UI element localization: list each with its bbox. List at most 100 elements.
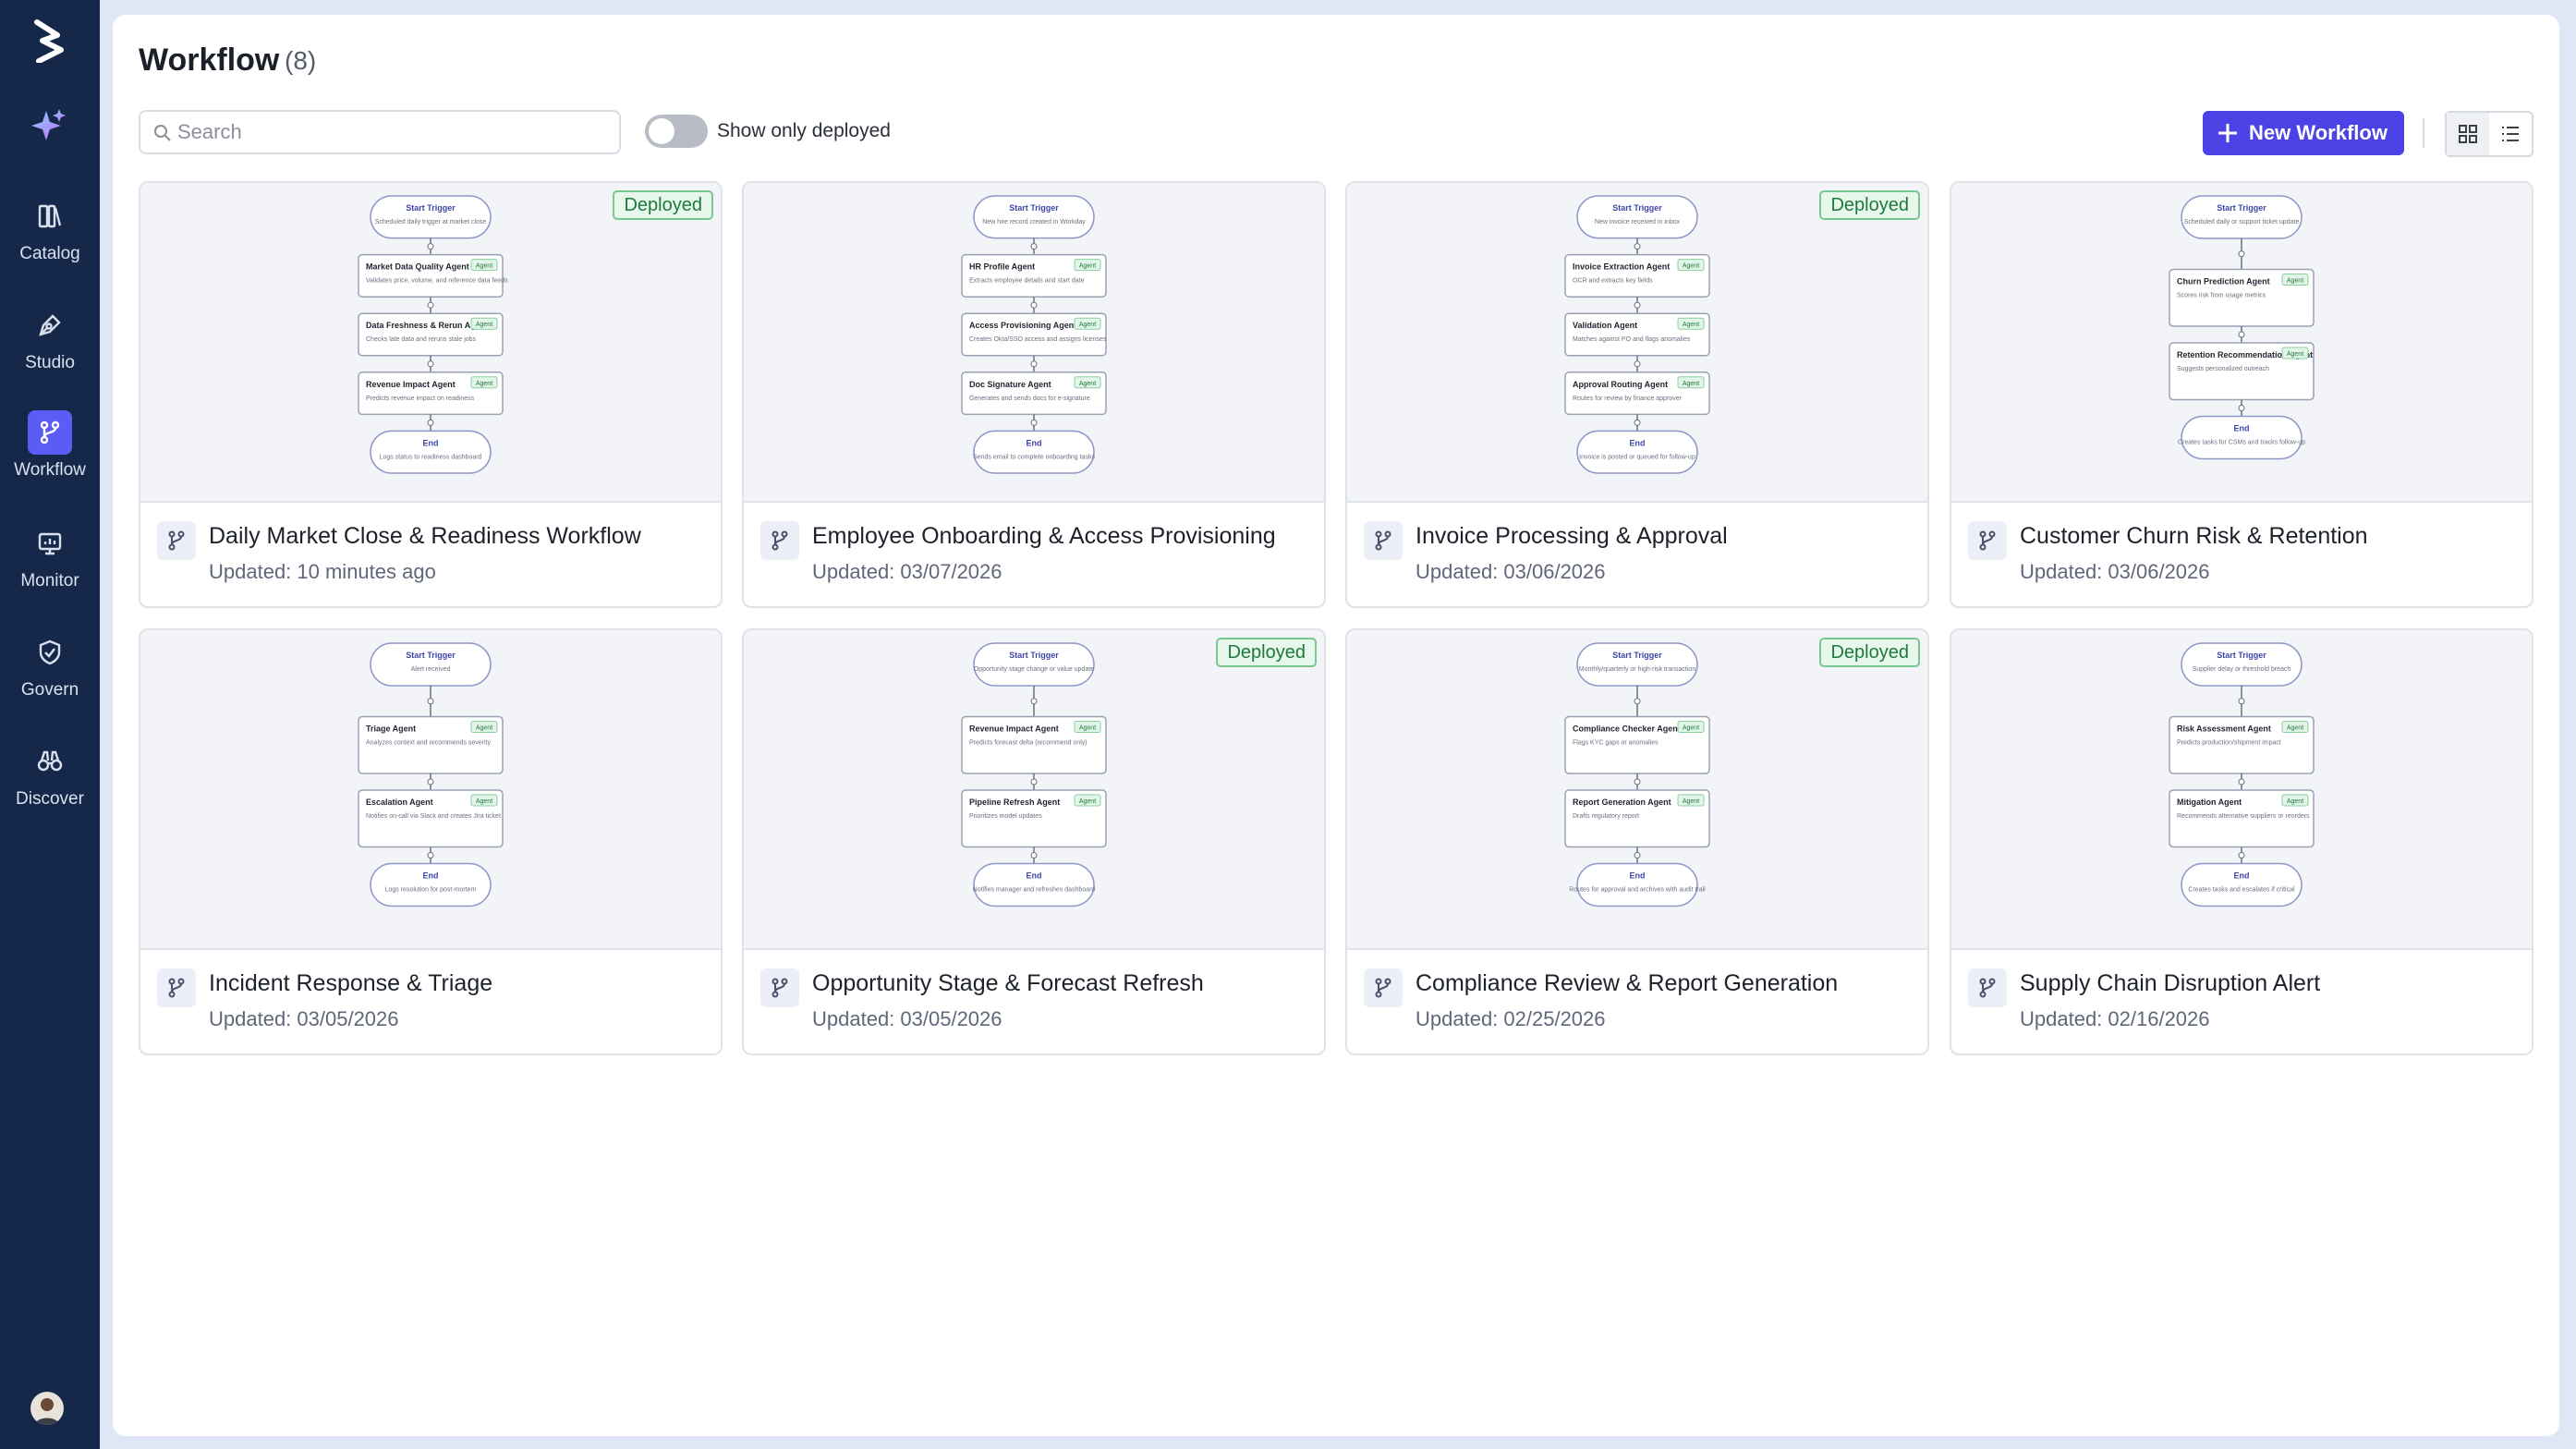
grid-icon [2459, 125, 2477, 143]
show-deployed-label: Show only deployed [717, 120, 891, 141]
node-label: Data Freshness & Rerun Agent [366, 321, 488, 330]
user-avatar[interactable] [30, 1392, 64, 1425]
sidebar-item-label: Govern [20, 680, 79, 700]
show-deployed-toggle[interactable] [645, 115, 708, 148]
agent-tag-label: Agent [476, 798, 492, 805]
search-input[interactable]: Search [139, 110, 621, 154]
agent-tag [1074, 259, 1101, 272]
connector-dot [1634, 852, 1641, 858]
grid-view-button[interactable] [2447, 113, 2489, 155]
agent-tag-label: Agent [476, 263, 492, 270]
sparkle-ai-icon[interactable] [28, 105, 68, 146]
node-description: OCR and extracts key fields [1573, 278, 1653, 285]
agent-tag [470, 376, 498, 389]
node-label: Start Trigger [406, 203, 456, 213]
agent-tag-label: Agent [1079, 322, 1096, 328]
agent-tag-label: Agent [2287, 278, 2303, 285]
node-label: Revenue Impact Agent [969, 724, 1059, 734]
sidebar-item-label: Studio [25, 353, 75, 372]
workflow-title: Invoice Processing & Approval [1416, 523, 1728, 549]
connector-dot [1634, 301, 1641, 309]
agent-tag-label: Agent [1079, 381, 1096, 387]
connector-dot [2238, 778, 2245, 785]
workflow-updated: Updated: 02/25/2026 [1416, 1007, 1606, 1030]
node-description: Predicts revenue impact on readiness [366, 396, 475, 402]
node-label: Triage Agent [366, 724, 416, 734]
agent-tag [1074, 794, 1101, 807]
node-label: End [1630, 871, 1646, 881]
node-description: Monthly/quarterly or high-risk transacti… [1579, 666, 1696, 673]
agent-tag-label: Agent [1683, 798, 1699, 805]
agent-tag [1677, 376, 1705, 389]
node-description: Routes for review by finance approver [1573, 396, 1683, 402]
node-label: Start Trigger [1009, 651, 1059, 660]
sidebar-item-discover[interactable]: Discover [0, 730, 100, 832]
agent-tag-label: Agent [1683, 263, 1699, 270]
node-description: New hire record created in Workday [982, 219, 1086, 225]
node-label: End [2234, 871, 2250, 881]
agent-tag-label: Agent [476, 725, 492, 732]
sidebar-item-monitor[interactable]: Monitor [0, 512, 100, 614]
agent-tag-label: Agent [1079, 798, 1096, 805]
workflow-title: Customer Churn Risk & Retention [2020, 523, 2368, 549]
connector-dot [2238, 331, 2245, 338]
node-label: Report Generation Agent [1573, 798, 1671, 807]
connector-dot [427, 243, 434, 250]
workflow-title: Compliance Review & Report Generation [1416, 970, 1839, 996]
list-view-button[interactable] [2489, 113, 2532, 155]
new-workflow-button[interactable]: New Workflow [2203, 111, 2404, 155]
branch-icon [1364, 968, 1403, 1007]
connector-dot [2238, 698, 2245, 705]
branch-icon [28, 410, 72, 455]
node-description: Checks late data and reruns stale jobs [366, 336, 477, 343]
node-description: Predicts forecast delta (recommend only) [969, 740, 1088, 747]
sidebar-item-studio[interactable]: Studio [0, 294, 100, 396]
page-title: Workflow [139, 43, 280, 78]
node-label: Escalation Agent [366, 798, 433, 807]
connector-dot [427, 419, 434, 426]
sidebar-item-catalog[interactable]: Catalog [0, 185, 100, 286]
workflow-count: (8) [285, 46, 317, 75]
agent-tag [1677, 721, 1705, 733]
connector-dot [2238, 405, 2245, 411]
sidebar-item-govern[interactable]: Govern [0, 621, 100, 723]
agent-tag [1074, 317, 1101, 330]
search-placeholder: Search [177, 120, 242, 143]
workflow-updated: Updated: 03/05/2026 [812, 1007, 1002, 1030]
node-description: Notifies manager and refreshes dashboard [973, 887, 1096, 894]
agent-tag [470, 259, 498, 272]
node-label: End [423, 871, 439, 881]
brand-logo-icon[interactable] [30, 18, 70, 64]
node-description: Generates and sends docs for e-signature [969, 396, 1090, 402]
agent-tag [2281, 347, 2309, 359]
node-description: Sends email to complete onboarding tasks [973, 454, 1095, 460]
agent-tag [2281, 274, 2309, 286]
monitor-chart-icon [28, 521, 72, 566]
sidebar-item-workflow[interactable]: Workflow [0, 401, 100, 503]
